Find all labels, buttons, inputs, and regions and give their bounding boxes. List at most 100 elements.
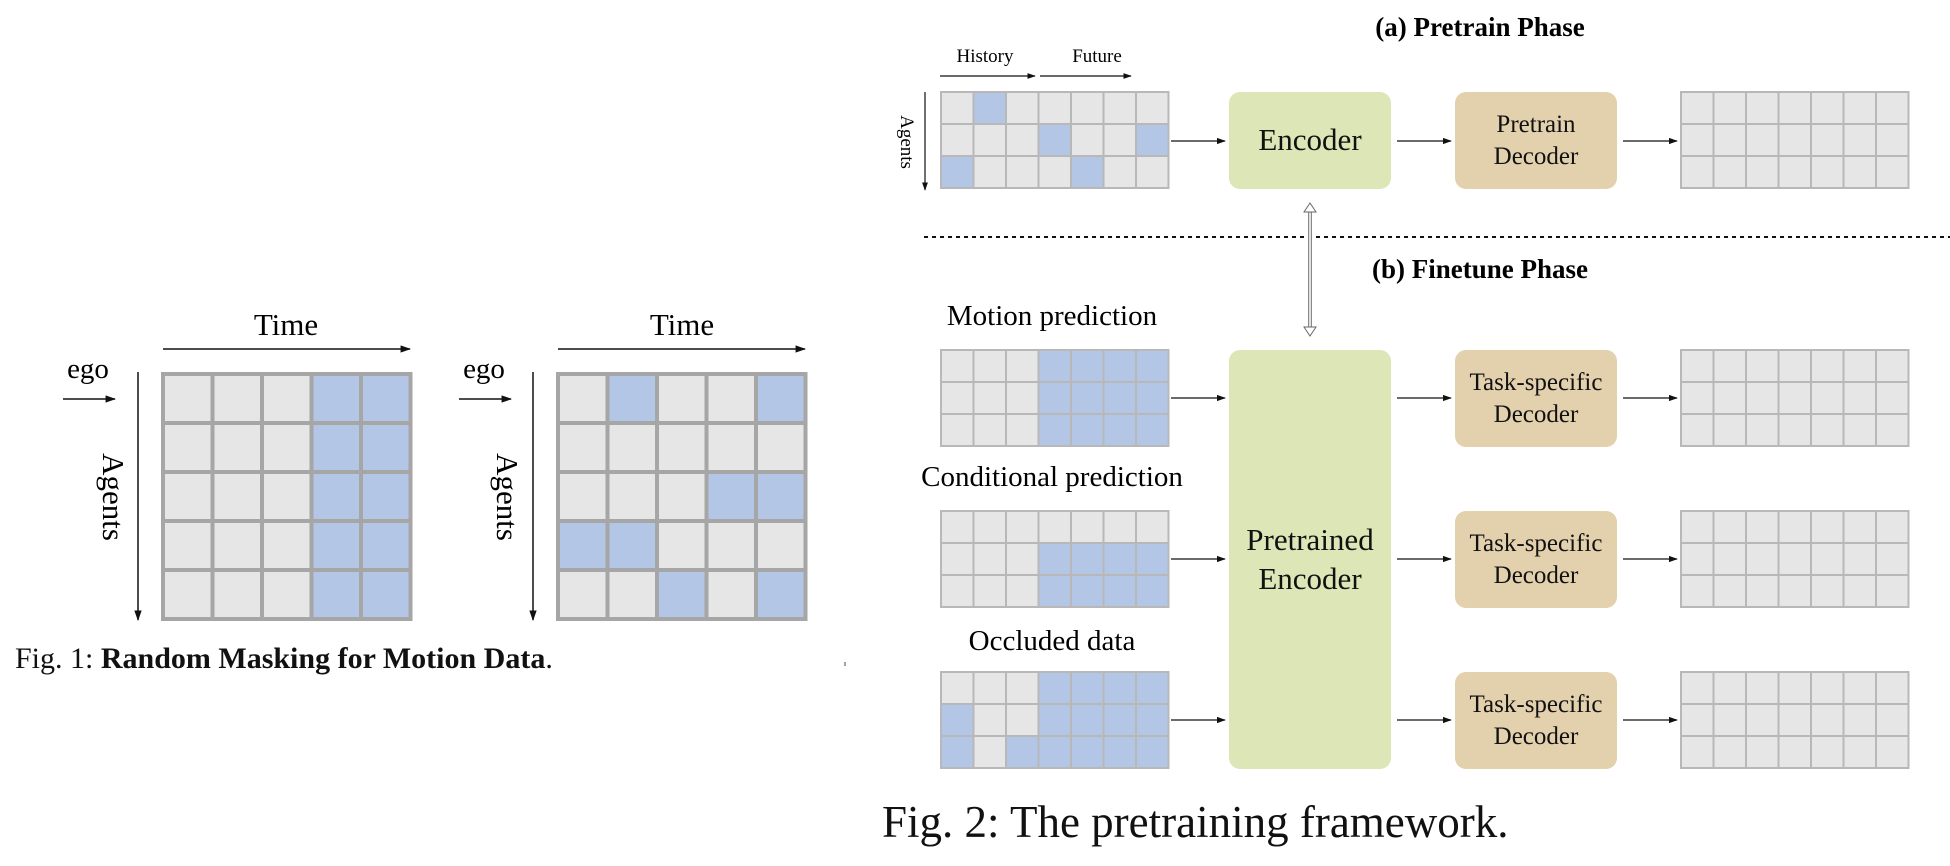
masked-cell xyxy=(1070,413,1105,447)
grid-cell xyxy=(972,155,1007,189)
masked-cell xyxy=(1135,703,1170,737)
grid-cell xyxy=(556,470,610,523)
grid-cell xyxy=(1842,735,1877,769)
grid-cell xyxy=(972,671,1007,705)
grid-cell xyxy=(1680,123,1715,157)
grid-cell xyxy=(1712,574,1747,608)
masked-cell xyxy=(655,568,709,621)
masked-cell xyxy=(556,519,610,572)
grid-cell xyxy=(1712,91,1747,125)
grid-cell xyxy=(1875,703,1910,737)
grid-cell xyxy=(161,421,215,474)
grid-cell xyxy=(260,470,314,523)
grid-cell xyxy=(210,372,264,425)
pretrain-decoder-box xyxy=(1455,92,1617,189)
grid-cell xyxy=(1810,510,1845,544)
grid-cell xyxy=(972,123,1007,157)
masked-cell xyxy=(1102,735,1137,769)
grid-cell xyxy=(1810,123,1845,157)
masked-cell xyxy=(754,470,808,523)
grid-cell xyxy=(1777,381,1812,415)
fig2-caption: Fig. 2: The pretraining framework. xyxy=(882,797,1509,847)
grid-cell xyxy=(1777,703,1812,737)
masked-cell xyxy=(1037,381,1072,415)
grid-cell xyxy=(972,574,1007,608)
grid-cell xyxy=(1005,510,1040,544)
grid-cell xyxy=(1875,735,1910,769)
grid-cell xyxy=(1745,510,1780,544)
grid-cell xyxy=(940,671,975,705)
future-label: Future xyxy=(1072,46,1122,67)
fig1-caption-bold: Random Masking for Motion Data xyxy=(100,642,546,675)
grid-cell xyxy=(1875,574,1910,608)
grid-cell xyxy=(1680,91,1715,125)
pretrain-phase-title: (a) Pretrain Phase xyxy=(1375,12,1584,42)
history-label: History xyxy=(957,46,1015,67)
encoder-box xyxy=(1229,92,1391,189)
grid-cell xyxy=(1777,91,1812,125)
grid-cell xyxy=(1005,703,1040,737)
weight-transfer-arrow-head-top xyxy=(1303,202,1317,213)
grid-cell xyxy=(1810,91,1845,125)
grid-cell xyxy=(605,421,659,474)
masked-cell xyxy=(1070,671,1105,705)
grid-cell xyxy=(1005,349,1040,383)
grid-cell xyxy=(655,470,709,523)
grid-cell xyxy=(655,372,709,425)
grid-cell xyxy=(1842,91,1877,125)
grid-cell xyxy=(1102,155,1137,189)
grid-cell xyxy=(1745,735,1780,769)
grid-cell xyxy=(972,703,1007,737)
grid-cell xyxy=(161,519,215,572)
grid-cell xyxy=(704,568,758,621)
pretrained-encoder-box xyxy=(1229,350,1391,769)
finetune-phase-title: (b) Finetune Phase xyxy=(1372,254,1588,284)
grid-cell xyxy=(1135,510,1170,544)
grid-cell xyxy=(940,510,975,544)
weight-transfer-arrow-head-bottom xyxy=(1303,326,1317,337)
masked-cell xyxy=(1070,349,1105,383)
grid-cell xyxy=(754,421,808,474)
grid-cell xyxy=(1712,735,1747,769)
grid-cell xyxy=(1712,671,1747,705)
grid-cell xyxy=(940,123,975,157)
grid-cell xyxy=(1745,671,1780,705)
grid-cell xyxy=(972,510,1007,544)
fig1-caption-prefix: Fig. 1: xyxy=(15,642,101,675)
grid-cell xyxy=(260,421,314,474)
task-decoder-box-occluded xyxy=(1455,672,1617,769)
fig1a-ego-label: ego xyxy=(67,353,109,385)
masked-cell xyxy=(605,372,659,425)
grid-cell xyxy=(972,349,1007,383)
grid-cell xyxy=(1680,735,1715,769)
grid-cell xyxy=(1777,510,1812,544)
grid-cell xyxy=(1810,349,1845,383)
grid-cell xyxy=(210,519,264,572)
grid-cell xyxy=(1842,349,1877,383)
grid-cell xyxy=(1875,510,1910,544)
masked-cell xyxy=(359,519,413,572)
task-decoder-box-motion xyxy=(1455,350,1617,447)
grid-cell xyxy=(655,519,709,572)
grid-cell xyxy=(1712,155,1747,189)
grid-cell xyxy=(1745,381,1780,415)
grid-cell xyxy=(1842,574,1877,608)
masked-cell xyxy=(1102,542,1137,576)
task-decoder-label-motion: Task-specific Decoder xyxy=(1469,369,1603,428)
masked-cell xyxy=(940,735,975,769)
grid-cell xyxy=(940,413,975,447)
grid-cell xyxy=(940,349,975,383)
grid-cell xyxy=(1135,155,1170,189)
grid-cell xyxy=(1842,381,1877,415)
grid-cell xyxy=(1842,542,1877,576)
fig1-caption-suffix: . xyxy=(545,642,553,675)
grid-cell xyxy=(1005,671,1040,705)
grid-cell xyxy=(1875,123,1910,157)
grid-cell xyxy=(940,381,975,415)
grid-cell xyxy=(1712,123,1747,157)
grid-cell xyxy=(1102,510,1137,544)
masked-cell xyxy=(1037,542,1072,576)
grid-cell xyxy=(1842,413,1877,447)
grid-cell xyxy=(260,568,314,621)
masked-cell xyxy=(1070,155,1105,189)
